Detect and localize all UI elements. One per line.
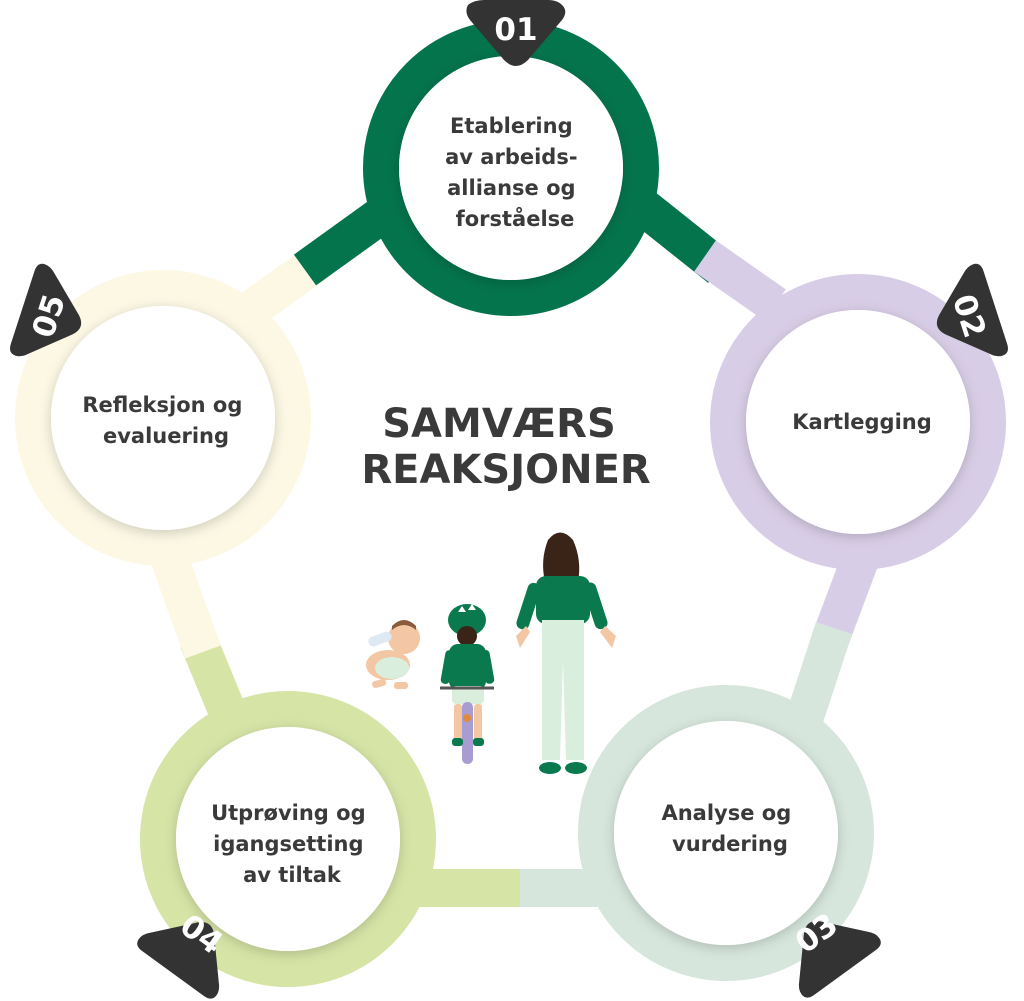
connector-2-3 — [812, 553, 878, 647]
connector-4-5-b — [150, 548, 221, 659]
baby-figure — [366, 620, 420, 689]
connector-5-1-b — [293, 200, 392, 286]
circle-04 — [176, 727, 400, 951]
badge-04-shape — [137, 922, 220, 999]
badge-03-shape — [798, 921, 881, 998]
circle-05 — [51, 306, 275, 530]
step-03-label: Analyse og vurdering — [661, 801, 798, 856]
step-05-label: Refleksjon og evaluering — [82, 393, 249, 448]
family-illustration — [366, 532, 616, 774]
circle-02 — [746, 310, 970, 534]
badge-05-shape — [10, 263, 82, 357]
badge-01-shape — [466, 0, 566, 66]
connector-1-2-b — [694, 240, 786, 321]
badge-01-number: 01 — [494, 12, 537, 48]
woman-figure — [516, 532, 616, 774]
step-04-label: Utprøving og igangsetting av tiltak — [211, 801, 373, 887]
inner-circles — [51, 56, 970, 951]
ring-04 — [140, 691, 436, 987]
badge-01: 01 — [466, 0, 566, 66]
center-title: SAMVÆRS REAKSJONER — [361, 401, 650, 493]
ring-03 — [578, 685, 874, 981]
badge-02: 02 — [936, 263, 1008, 357]
ring-05 — [15, 270, 311, 566]
badge-05: 05 — [10, 263, 82, 357]
child-figure — [440, 604, 495, 764]
circle-03 — [614, 721, 838, 945]
ring-02 — [710, 274, 1006, 570]
circle-01 — [399, 56, 623, 280]
step-02-label: Kartlegging — [792, 410, 932, 434]
rings — [15, 20, 1006, 987]
badge-02-shape — [936, 263, 1008, 357]
step-01-label: Etablering av arbeids- allianse og forst… — [445, 114, 585, 231]
